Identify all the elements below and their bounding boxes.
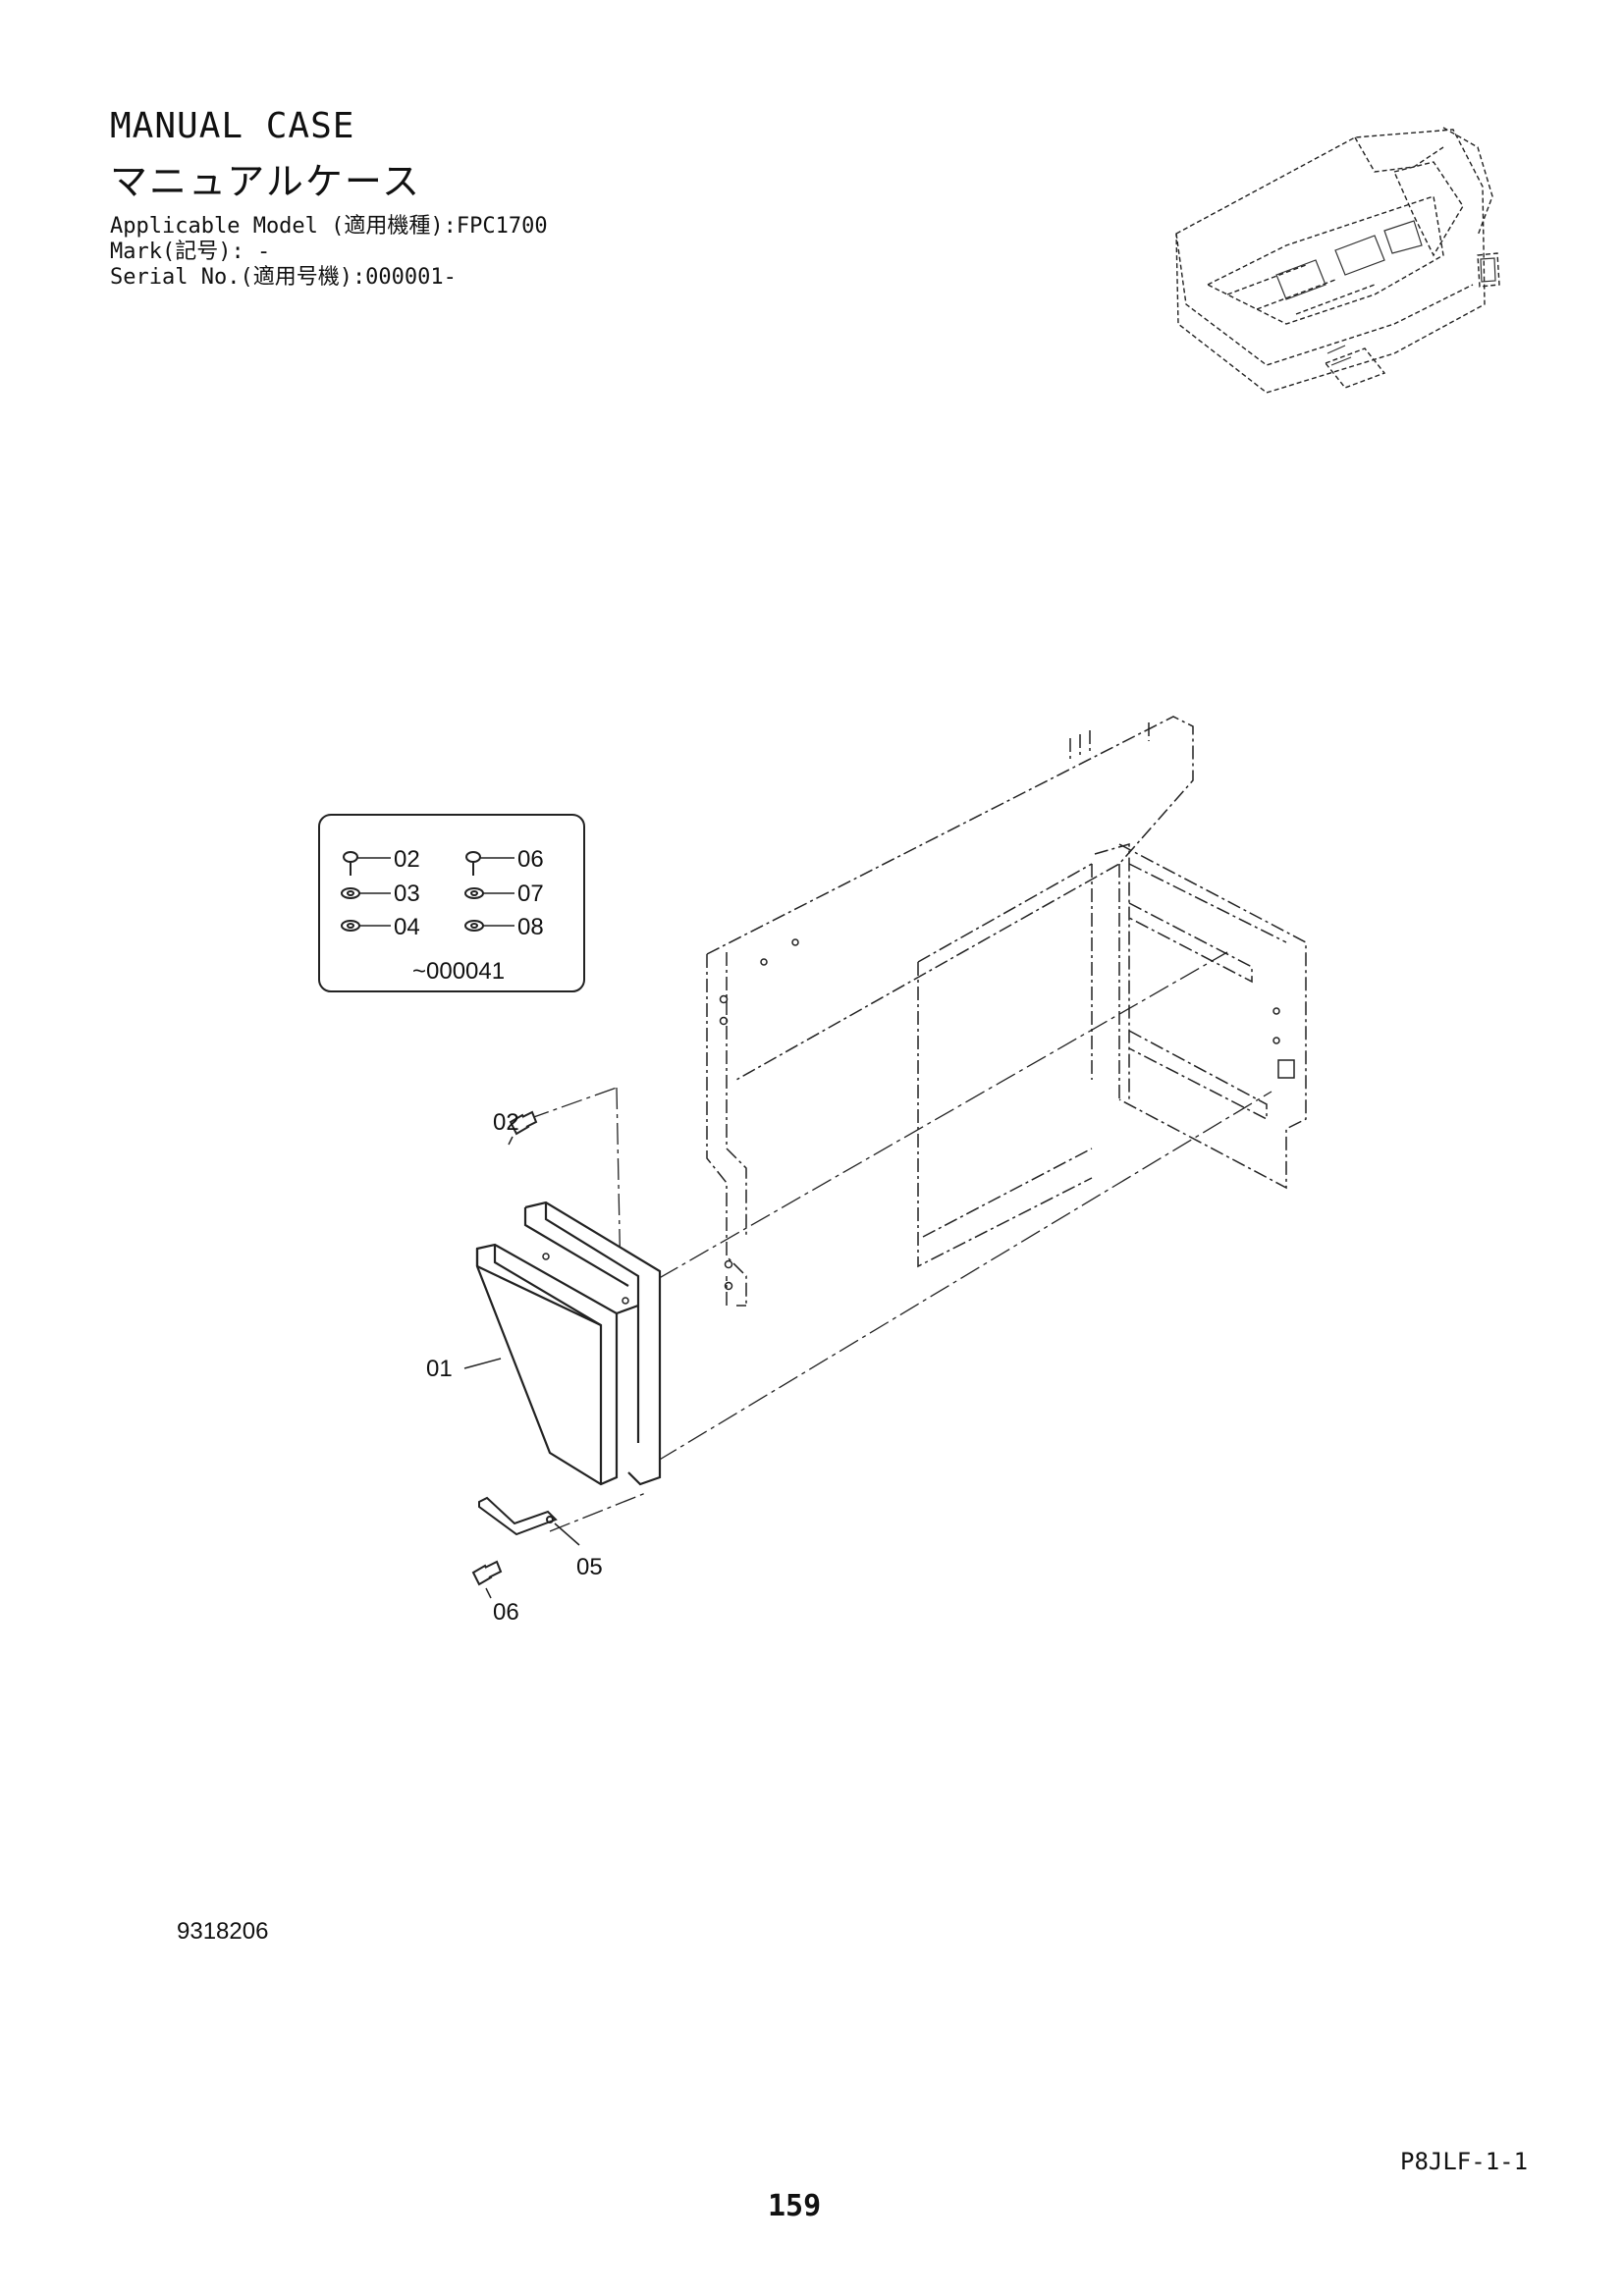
serial-range-label: ~000041 xyxy=(412,958,505,985)
page-number: 159 xyxy=(768,2189,822,2223)
callout-06: 06 xyxy=(493,1599,519,1626)
machine-detail-lines xyxy=(1275,220,1496,366)
part-02-bolt xyxy=(509,1110,538,1136)
case-hole xyxy=(622,1297,629,1305)
case-hole xyxy=(542,1253,550,1260)
legend-label-06: 06 xyxy=(517,846,544,873)
machine-frame-phantom xyxy=(706,716,1307,1307)
applicable-model: Applicable Model (適用機種):FPC1700 xyxy=(110,214,548,239)
callout-02: 02 xyxy=(493,1109,519,1136)
callout-01: 01 xyxy=(426,1356,453,1382)
callout-05: 05 xyxy=(576,1554,603,1580)
legend-label-02: 02 xyxy=(394,846,420,873)
part-05-bracket xyxy=(478,1496,558,1536)
lock-washer-icon xyxy=(341,920,360,932)
serial-number: Serial No.(適用号機):000001- xyxy=(110,265,457,290)
legend-label-04: 04 xyxy=(394,914,420,940)
lock-washer-icon xyxy=(464,920,484,932)
legend-label-03: 03 xyxy=(394,881,420,907)
drawing-number: 9318206 xyxy=(177,1918,269,1945)
callout-leaders xyxy=(463,1136,580,1599)
legend-label-07: 07 xyxy=(517,881,544,907)
part-01-manual-case xyxy=(475,1201,662,1486)
part-06-bolt xyxy=(471,1560,503,1586)
frame-holes xyxy=(719,938,1295,1291)
page-title-japanese: マニュアルケース xyxy=(110,160,421,203)
applicability-info: Applicable Model (適用機種):FPC1700 Mark(記号)… xyxy=(110,214,548,291)
mark: Mark(記号): - xyxy=(110,240,271,264)
bolt-icon xyxy=(465,851,481,876)
bolt-icon xyxy=(343,851,358,876)
hardware-legend-box: 02 06 03 07 04 08 ~000041 xyxy=(318,814,585,992)
washer-icon xyxy=(464,887,484,899)
legend-label-08: 08 xyxy=(517,914,544,940)
machine-overview-icon xyxy=(1175,127,1500,394)
page-code: P8JLF-1-1 xyxy=(1400,2148,1529,2175)
washer-icon xyxy=(341,887,360,899)
page-title: MANUAL CASE xyxy=(110,106,355,146)
